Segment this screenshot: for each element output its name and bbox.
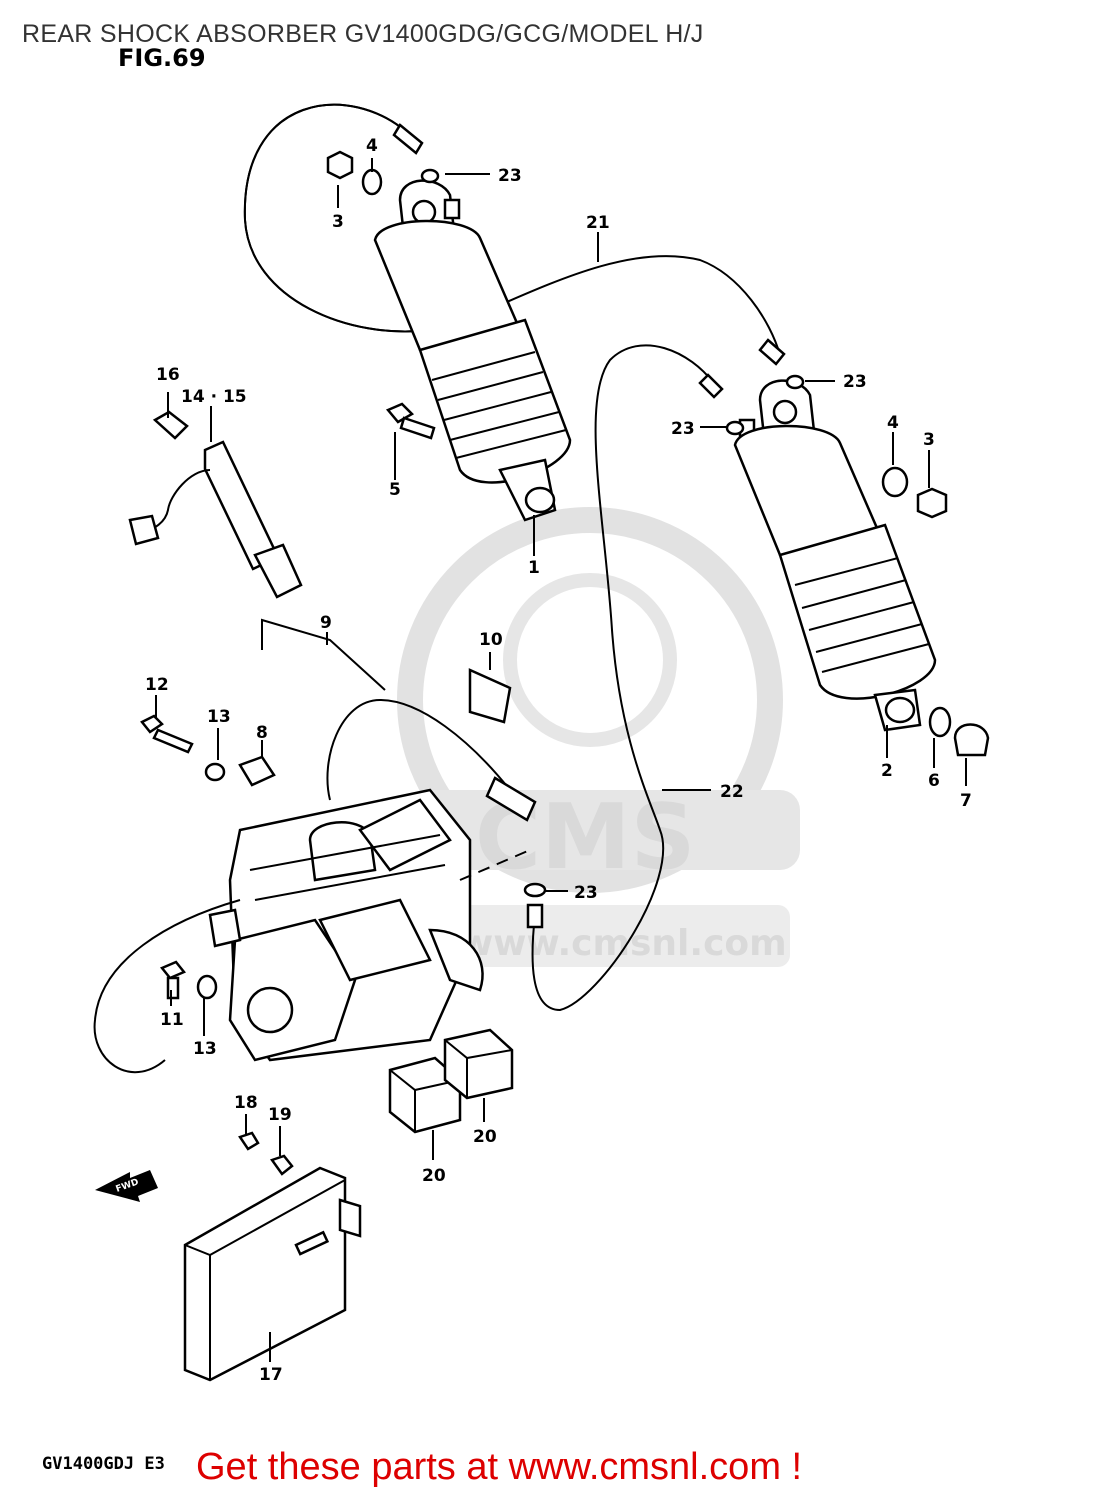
- bracket-9: [261, 618, 386, 691]
- part-label-7: 7: [960, 791, 972, 811]
- part-label-11: 11: [160, 1010, 184, 1030]
- part-label-6: 6: [928, 771, 940, 791]
- part-label-3a: 3: [332, 212, 344, 232]
- part-label-23b: 23: [843, 372, 867, 392]
- buy-parts-link[interactable]: Get these parts at www.cmsnl.com !: [196, 1446, 803, 1488]
- part-label-2: 2: [881, 761, 893, 781]
- part-label-18: 18: [234, 1093, 258, 1113]
- part-label-21: 21: [586, 213, 610, 233]
- part-label-23c: 23: [671, 419, 695, 439]
- part-label-17: 17: [259, 1365, 283, 1385]
- model-code: GV1400GDJ E3: [42, 1454, 165, 1474]
- part-label-4a: 4: [366, 136, 378, 156]
- part-label-9: 9: [320, 613, 332, 633]
- part-label-13a: 13: [207, 707, 231, 727]
- control-unit: [183, 1166, 362, 1382]
- part-label-10: 10: [479, 630, 503, 650]
- part-label-23a: 23: [498, 166, 522, 186]
- part-label-12: 12: [145, 675, 169, 695]
- part-number-labels: 1 2 3 3 4 4 5 6 7 8 9 10 11 12 13 13 14 …: [145, 136, 972, 1385]
- part-label-16: 16: [156, 365, 180, 385]
- part-label-20a: 20: [422, 1166, 446, 1186]
- relays: [388, 1028, 514, 1134]
- air-compressor: [93, 698, 537, 1074]
- watermark-url: www.cmsnl.com: [460, 923, 787, 964]
- part-label-4b: 4: [887, 413, 899, 433]
- part-label-1: 1: [528, 558, 540, 578]
- part-label-3b: 3: [923, 430, 935, 450]
- front-arrow-icon: FWD: [95, 1170, 158, 1202]
- shock-absorber-left: [373, 179, 572, 522]
- page-title: REAR SHOCK ABSORBER GV1400GDG/GCG/MODEL …: [22, 20, 704, 48]
- figure-label: FIG.69: [118, 44, 206, 72]
- hose-22: [531, 344, 716, 1012]
- shock-absorber-right: [733, 379, 937, 732]
- part-label-8: 8: [256, 723, 268, 743]
- part-label-20b: 20: [473, 1127, 497, 1147]
- part-label-22: 22: [720, 782, 744, 802]
- leader-lines: [155, 158, 967, 1362]
- part-label-23d: 23: [574, 883, 598, 903]
- part-label-5: 5: [389, 480, 401, 500]
- part-label-13b: 13: [193, 1039, 217, 1059]
- part-label-19: 19: [268, 1105, 292, 1125]
- hardware: [140, 150, 990, 1176]
- height-sensor: [128, 440, 303, 599]
- part-label-14-15: 14 · 15: [181, 387, 247, 407]
